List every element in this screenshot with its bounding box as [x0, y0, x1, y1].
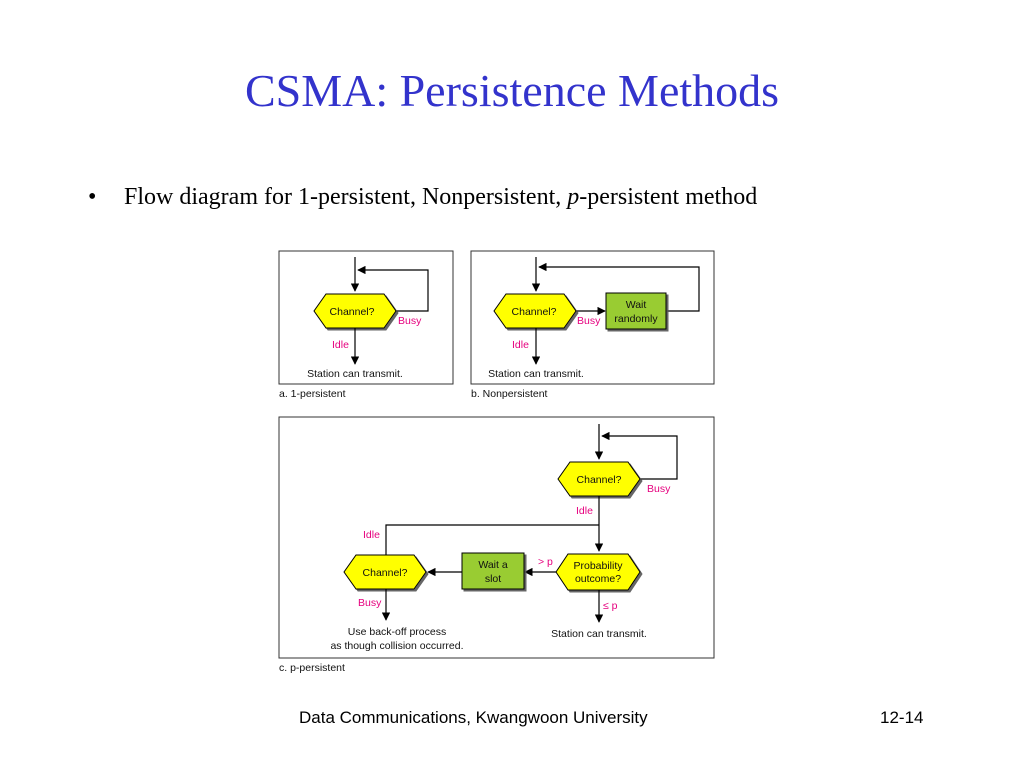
- diagram-c-left-idle-line: [385, 524, 599, 555]
- diagram-c-top-busy-loop: [601, 431, 678, 480]
- bullet-text-before: Flow diagram for 1-persistent, Nonpersis…: [124, 184, 568, 210]
- diagram-c-frame: [278, 416, 715, 659]
- diagram-c-top-busy-label: Busy: [647, 483, 671, 495]
- diagram-c-top-channel-decision: [557, 461, 641, 497]
- bullet-text-after: -persistent method: [579, 184, 758, 210]
- bullet-text-italic: p: [567, 184, 580, 210]
- slide-title: CSMA: Persistence Methods: [244, 65, 780, 116]
- diagram-c-prob-line1: Probability: [573, 560, 623, 572]
- diagram-c-gt-p-label: > p: [538, 556, 553, 568]
- diagram-b-wait-box: [605, 292, 667, 330]
- diagram-c-backoff-line1: Use back-off process: [348, 626, 446, 638]
- diagram-a-channel-decision: [313, 293, 397, 329]
- diagram-b-idle-label: Idle: [512, 339, 529, 351]
- diagram-c-result: Station can transmit.: [551, 628, 647, 640]
- diagram-b-nonpersistent: Channel? Busy Wait randomly Idle Station…: [470, 250, 715, 400]
- bullet-marker: •: [88, 184, 97, 210]
- diagram-a-caption: a. 1-persistent: [279, 388, 346, 400]
- diagram-a-decision-label: Channel?: [330, 306, 375, 318]
- diagram-a-1-persistent: Channel? Busy Idle Station can transmit.…: [278, 250, 454, 400]
- diagram-b-decision-label: Channel?: [512, 306, 557, 318]
- diagram-c-top-decision-label: Channel?: [577, 474, 622, 486]
- diagram-c-left-idle-label: Idle: [363, 529, 380, 541]
- diagram-c-top-idle-label: Idle: [576, 505, 593, 517]
- diagram-b-wait-line2: randomly: [614, 313, 658, 325]
- diagram-c-left-decision-label: Channel?: [363, 567, 408, 579]
- diagram-b-return-loop: [538, 262, 700, 312]
- diagram-a-busy-label: Busy: [398, 315, 422, 327]
- bullet-item: • Flow diagram for 1-persistent, Nonpersi…: [88, 184, 757, 211]
- diagram-c-prob-line2: outcome?: [575, 573, 621, 585]
- diagram-a-result: Station can transmit.: [307, 368, 403, 380]
- diagram-c-wait-line2: slot: [485, 573, 501, 585]
- diagram-a-idle-label: Idle: [332, 339, 349, 351]
- diagram-c-left-channel-decision: [343, 554, 427, 590]
- footer-page-number: 12-14: [880, 708, 924, 727]
- footer-institution: Data Communications, Kwangwoon Universit…: [299, 708, 648, 727]
- diagram-b-caption: b. Nonpersistent: [471, 388, 548, 400]
- diagram-c-wait-line1: Wait a: [478, 559, 508, 571]
- diagram-c-backoff-line2: as though collision occurred.: [330, 640, 463, 652]
- diagram-c-caption: c. p-persistent: [279, 662, 345, 674]
- diagram-a-busy-loop: [357, 265, 429, 312]
- diagram-b-channel-decision: [493, 293, 577, 329]
- diagram-b-wait-line1: Wait: [626, 299, 647, 311]
- diagram-b-result: Station can transmit.: [488, 368, 584, 380]
- diagram-c-wait-slot-box: [461, 552, 525, 590]
- diagram-b-busy-label: Busy: [577, 315, 601, 327]
- diagram-c-left-busy-label: Busy: [358, 597, 382, 609]
- diagram-c-le-p-label: ≤ p: [603, 600, 618, 612]
- diagram-c-p-persistent: Channel? Busy Idle Idle Probability outc…: [278, 416, 715, 674]
